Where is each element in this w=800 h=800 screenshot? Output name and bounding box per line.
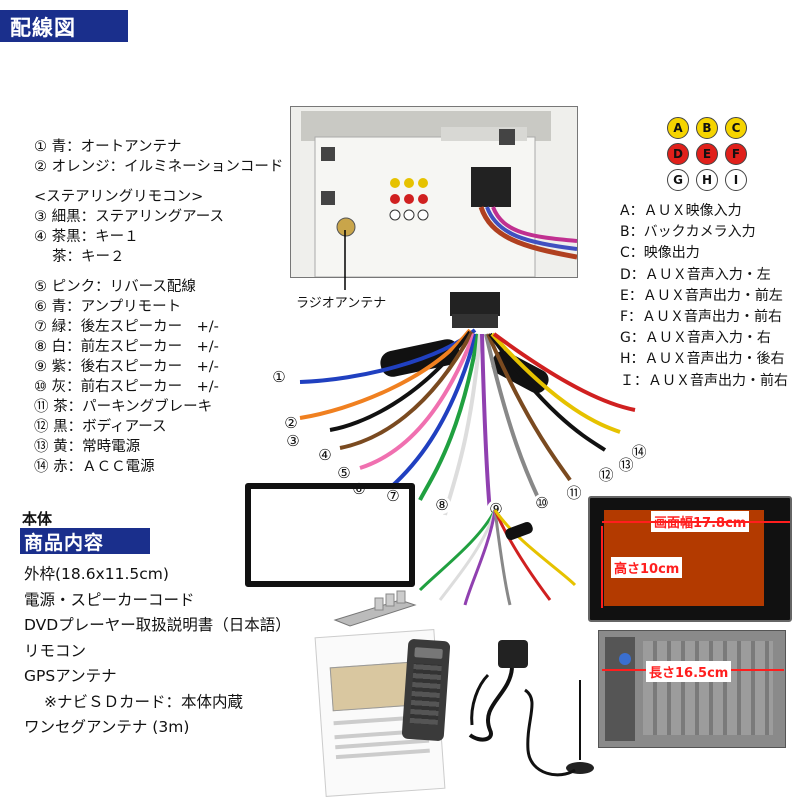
contents-heading: 商品内容 <box>20 528 150 554</box>
wiring-item: ④ 茶黒：キー１ <box>34 229 139 245</box>
speaker-harness <box>418 509 577 606</box>
connector-circle-b: B <box>696 117 718 139</box>
wire-number-label: ⑧ <box>433 496 451 514</box>
list-gap <box>34 267 294 277</box>
connector-circle-h: H <box>696 169 718 191</box>
wiring-item: ⑦ 緑：後左スピーカー +/- <box>34 319 219 335</box>
wiring-item: ⑪ 茶：パーキングブレーキ <box>34 399 213 415</box>
aux-item: F：ＡＵＸ音声出力・前右 <box>620 308 783 325</box>
wire-number-label: ⑪ <box>565 484 583 502</box>
oneseg-antenna-photo <box>524 680 594 777</box>
connector-circle-f: F <box>725 143 747 165</box>
wiring-item: ① 青：オートアンテナ <box>34 139 182 155</box>
contents-list: 外枠(18.6x11.5cm) 電源・スピーカーコード DVDプレーヤー取扱説明書（… <box>24 562 291 741</box>
list-gap <box>34 177 294 187</box>
unit-back-photo <box>290 106 578 278</box>
aux-item: G：ＡＵＸ音声入力・右 <box>620 330 771 347</box>
radio-antenna-pointer <box>344 230 346 290</box>
wire-number-label: ④ <box>316 446 334 464</box>
wiring-item: ⑩ 灰：前右スピーカー +/- <box>34 379 219 395</box>
wiring-item: ⑧ 白：前左スピーカー +/- <box>34 339 219 355</box>
dimension-arrows-front <box>601 521 790 608</box>
gps-antenna-photo <box>468 640 528 742</box>
connector-circle-i: I <box>725 169 747 191</box>
length-label: 長さ16.5cm <box>646 661 732 682</box>
header-bar <box>0 10 128 42</box>
wiring-item: ⑨ 紫：後右スピーカー +/- <box>34 359 219 375</box>
contents-item: 外枠(18.6x11.5cm) <box>24 565 169 583</box>
aux-legend: A：ＡＵＸ映像入力 B：バックカメラ入力 C：映像出力 D：ＡＵＸ音声入力・左 E：ＡＵ… <box>620 201 788 392</box>
wiring-item: ③ 細黒：ステアリングアース <box>34 209 225 225</box>
wire-number-label: ⑬ <box>617 456 635 474</box>
unit-side-photo <box>598 630 786 748</box>
wire-number-label: ⑦ <box>384 487 402 505</box>
wiring-item: 茶：キー２ <box>52 249 125 265</box>
aux-item: H：ＡＵＸ音声出力・後右 <box>620 351 785 368</box>
remote-control-photo <box>401 638 451 742</box>
contents-item: 電源・スピーカーコード <box>24 590 195 609</box>
contents-item: DVDプレーヤー取扱説明書（日本語） <box>24 616 291 634</box>
contents-item: ワンセグアンテナ (3m) <box>24 718 190 736</box>
connector-circle-d: D <box>667 143 689 165</box>
wire-number-label: ⑫ <box>597 466 615 484</box>
wire-number-label: ① <box>270 368 288 386</box>
wire-connectors-photo <box>333 590 417 627</box>
wiring-item: ⑫ 黒：ボディアース <box>34 419 167 435</box>
wiring-item: ⑬ 黄：常時電源 <box>34 439 141 455</box>
wire-number-label: ⑤ <box>335 464 353 482</box>
wire-number-label: ⑩ <box>533 494 551 512</box>
wiring-item: <ステアリングリモコン> <box>34 189 204 205</box>
contents-item: ※ナビＳＤカード：本体内蔵 <box>44 692 243 711</box>
connector-circle-e: E <box>696 143 718 165</box>
contents-item: リモコン <box>24 641 87 660</box>
connector-circle-g: G <box>667 169 689 191</box>
wiring-harness-diagram <box>299 292 636 516</box>
aux-item: A：ＡＵＸ映像入力 <box>620 203 742 219</box>
aux-item: D：ＡＵＸ音声入力・左 <box>620 266 771 283</box>
wiring-item: ⑭ 赤：ＡＣＣ電源 <box>34 459 155 475</box>
wiring-legend: ① 青：オートアンテナ ② オレンジ：イルミネーションコード <ステアリングリモコン… <box>34 137 294 477</box>
wire-number-label: ② <box>282 414 300 432</box>
aux-item: B：バックカメラ入力 <box>620 224 756 241</box>
radio-antenna-label: ラジオアンテナ <box>296 296 387 311</box>
wiring-item: ⑥ 青：アンプリモート <box>34 299 182 315</box>
aux-item: Ｉ：ＡＵＸ音声出力・前右 <box>620 372 788 389</box>
outer-frame <box>245 483 415 587</box>
aux-item: C：映像出力 <box>620 245 700 262</box>
connector-circle-c: C <box>725 117 747 139</box>
wire-number-label: ⑭ <box>630 443 648 461</box>
wire-number-label: ③ <box>284 432 302 450</box>
page-title: 配線図 <box>10 16 76 40</box>
wiring-item: ② オレンジ：イルミネーションコード <box>34 159 284 175</box>
body-label: 本体 <box>22 510 53 528</box>
contents-item: GPSアンテナ <box>24 667 117 685</box>
wiring-item: ⑤ ピンク：リバース配線 <box>34 279 196 295</box>
height-label: 高さ10cm <box>611 557 683 578</box>
connector-circle-a: A <box>667 117 689 139</box>
aux-item: E：ＡＵＸ音声出力・前左 <box>620 287 783 304</box>
